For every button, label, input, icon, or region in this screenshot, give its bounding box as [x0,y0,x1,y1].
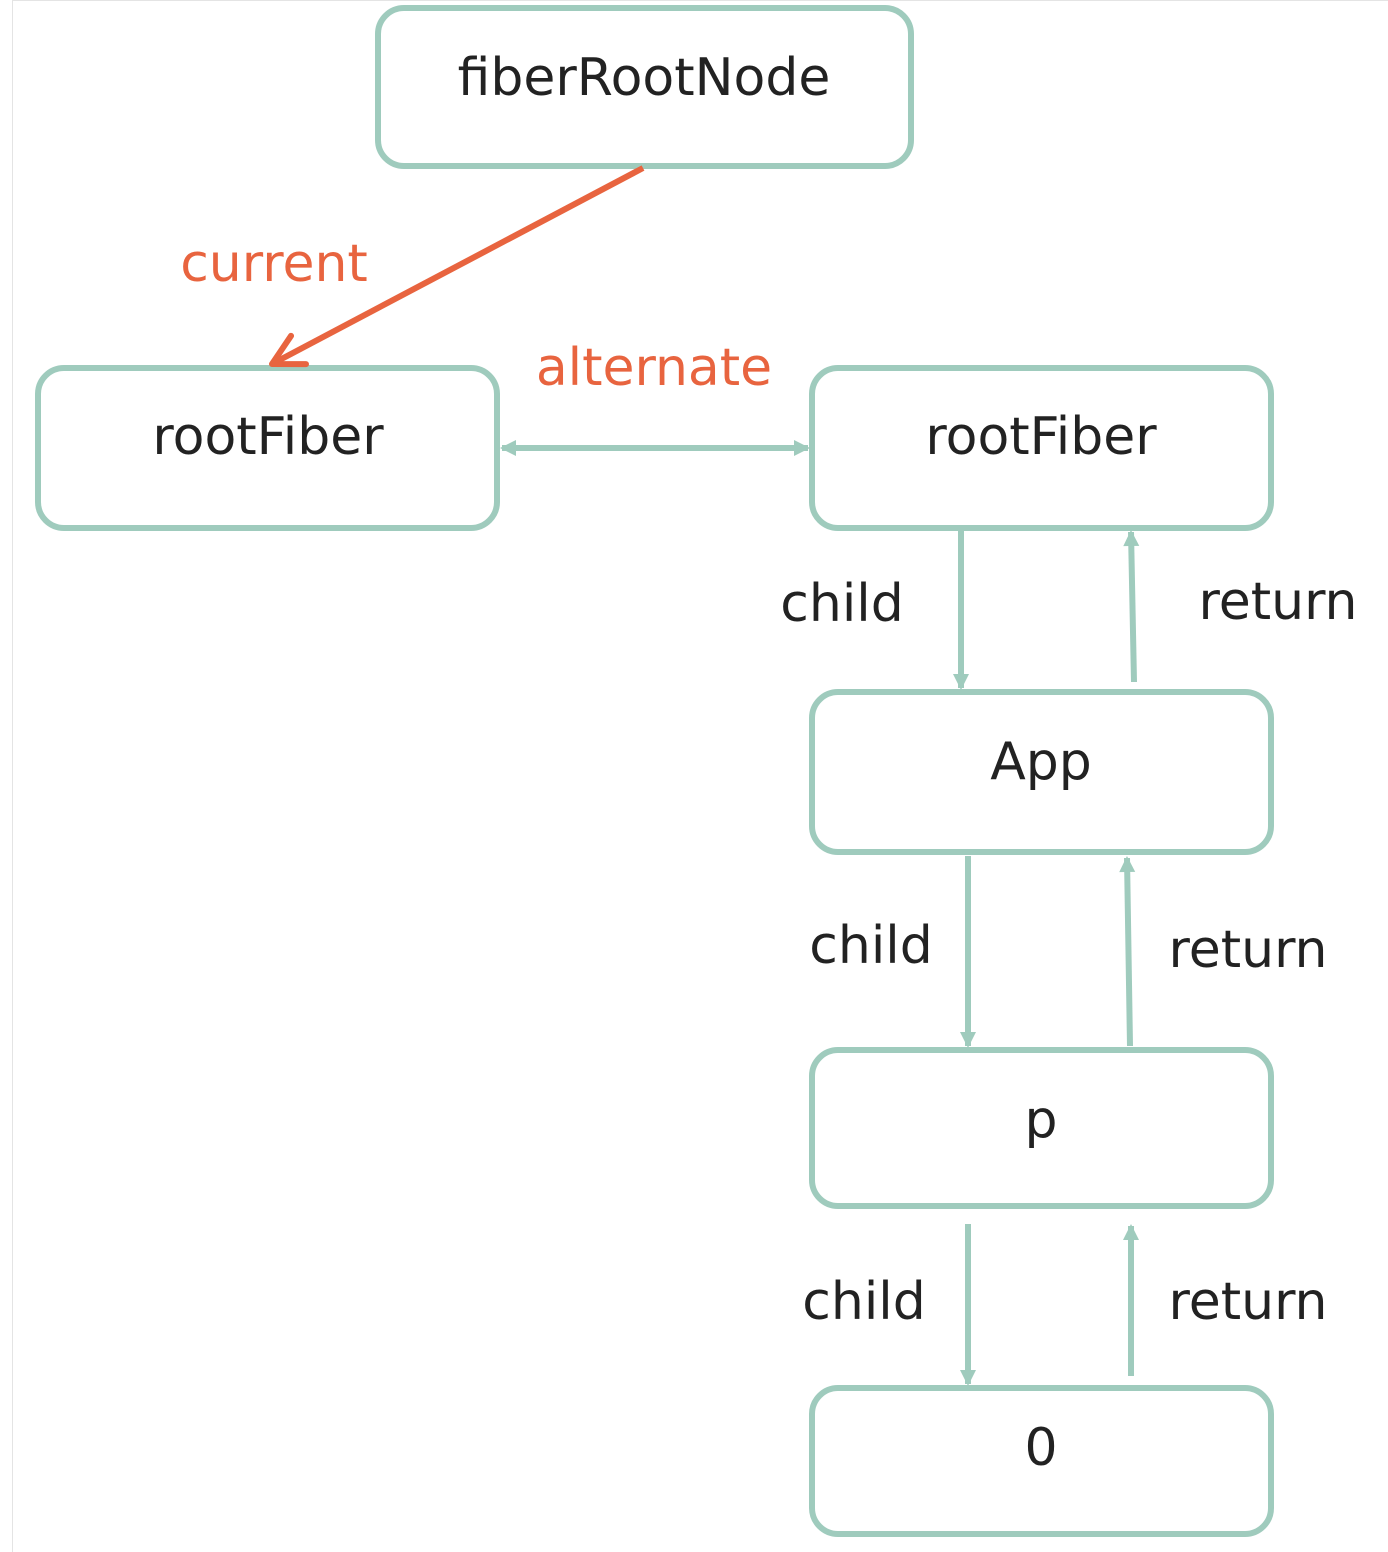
node-current-root-fiber: rootFiber [35,365,500,531]
node-text-zero-box [809,1385,1274,1537]
node-app-box [809,689,1274,855]
edge-child-p-zero-label: child [802,1272,925,1332]
node-p: p [809,1047,1274,1209]
node-wip-root-fiber-label: rootFiber [925,407,1157,467]
node-current-root-fiber-label: rootFiber [152,407,384,467]
node-current-root-fiber-box [35,365,500,531]
edge-return-p-app-arrow [1119,856,1136,1047]
edge-alternate-label: alternate [536,338,772,398]
node-p-box [809,1047,1274,1209]
node-app-label: App [990,732,1092,792]
node-text-zero-label: 0 [1024,1418,1057,1478]
node-fiber-root-node-label: fiberRootNode [458,48,831,108]
node-wip-root-fiber: rootFiber [809,365,1274,531]
edge-return-zero-p-label: return [1169,1272,1328,1332]
node-p-label: p [1024,1090,1057,1150]
edge-child-app-p-label: child [809,916,932,976]
edge-return-p-app-label: return [1169,920,1328,980]
edge-current-label: current [180,234,368,294]
node-app: App [809,689,1274,855]
node-wip-root-fiber-box [809,365,1274,531]
node-fiber-root-node-box [375,5,914,169]
edge-return-app-root-arrow [1123,530,1140,683]
edge-child-root-app-label: child [780,574,903,634]
node-text-zero: 0 [809,1385,1274,1537]
edge-return-app-root-label: return [1199,572,1358,632]
edge-current-arrow [269,165,645,368]
node-fiber-root-node: fiberRootNode [375,5,914,169]
